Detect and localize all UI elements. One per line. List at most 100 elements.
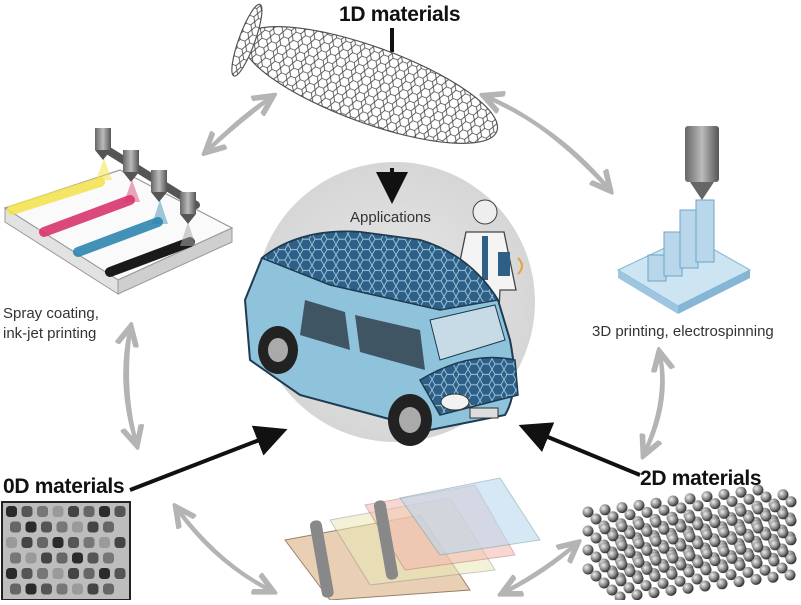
caption-spray-coating-line2: ink-jet printing xyxy=(3,325,97,342)
lattice-atom xyxy=(692,500,704,512)
lattice-atom xyxy=(692,538,704,550)
lattice-atom xyxy=(743,512,755,524)
lattice-atom xyxy=(657,577,669,589)
lattice-atom xyxy=(607,511,619,523)
lattice-atom xyxy=(701,548,713,560)
lattice-atom xyxy=(769,501,781,513)
lattice-atom xyxy=(667,552,679,564)
lattice-atom xyxy=(752,484,764,496)
lattice-atom xyxy=(616,502,628,514)
lattice-atom xyxy=(675,502,687,514)
lattice-atom xyxy=(743,550,755,562)
lattice-atom xyxy=(735,543,747,555)
caption-applications: Applications xyxy=(350,209,431,226)
lattice-atom xyxy=(718,526,730,538)
lattice-atom xyxy=(717,562,729,574)
quantum-dot xyxy=(114,537,126,548)
quantum-dot xyxy=(41,521,52,533)
lattice-atom xyxy=(658,542,670,554)
lattice-atom xyxy=(777,508,789,520)
lattice-atom xyxy=(785,553,797,565)
lattice-atom xyxy=(752,522,764,534)
lattice-atom xyxy=(665,584,677,596)
quantum-dot xyxy=(52,568,64,579)
lattice-atom xyxy=(624,509,636,521)
lattice-atom xyxy=(590,570,602,582)
lattice-atom xyxy=(599,523,611,535)
lattice-atom xyxy=(718,488,730,500)
quantum-dot xyxy=(56,552,68,564)
lattice-atom xyxy=(582,506,594,518)
quantum-dot xyxy=(25,583,37,595)
lattice-atom xyxy=(743,493,755,505)
lattice-atom xyxy=(675,540,687,552)
lattice-atom xyxy=(582,563,594,575)
lattice-atom xyxy=(641,563,653,575)
lattice-atom xyxy=(760,529,772,541)
lattice-atom xyxy=(682,582,694,594)
lattice-atom xyxy=(684,512,696,524)
lattice-atom xyxy=(616,540,628,552)
lattice-atom xyxy=(701,491,713,503)
quantum-dot xyxy=(99,568,110,579)
lattice-atom xyxy=(658,561,670,573)
heading-0d-materials: 0D materials xyxy=(3,475,125,498)
lattice-atom xyxy=(650,516,662,528)
lattice-atom xyxy=(735,505,747,517)
lattice-atom xyxy=(769,520,781,532)
quantum-dot xyxy=(68,568,79,579)
lattice-atom xyxy=(692,557,704,569)
quantum-dot xyxy=(83,537,95,548)
caption-3d-printing: 3D printing, electrospinning xyxy=(592,323,774,340)
lattice-atom xyxy=(735,486,747,498)
lattice-atom xyxy=(667,514,679,526)
caption-spray-coating-line1: Spray coating, xyxy=(3,305,99,322)
lattice-atom xyxy=(769,539,781,551)
quantum-dot xyxy=(21,568,33,579)
lattice-atom xyxy=(726,533,738,545)
lattice-atom xyxy=(750,573,762,585)
lattice-atom xyxy=(716,578,728,590)
lattice-atom xyxy=(641,506,653,518)
lattice-atom xyxy=(751,557,763,569)
lattice-atom xyxy=(718,545,730,557)
lattice-atom xyxy=(735,524,747,536)
quantum-dot xyxy=(56,521,68,533)
lattice-atom xyxy=(733,576,745,588)
quantum-dot xyxy=(37,568,48,579)
quantum-dot xyxy=(103,521,114,533)
quantum-dot xyxy=(87,552,99,564)
quantum-dot xyxy=(10,552,21,564)
lattice-atom xyxy=(649,570,661,582)
cycle-arrows xyxy=(125,93,663,592)
lattice-atom xyxy=(709,555,721,567)
lattice-atom xyxy=(658,523,670,535)
lattice-atom xyxy=(607,549,619,561)
lattice-atom xyxy=(674,575,686,587)
quantum-dot xyxy=(72,583,83,595)
quantum-dots-illustration xyxy=(1,501,131,601)
quantum-dot xyxy=(56,583,68,595)
lattice-atom xyxy=(684,493,696,505)
quantum-dot xyxy=(99,537,110,548)
lattice-atom xyxy=(701,529,713,541)
lattice-atom xyxy=(606,584,618,596)
quantum-dot xyxy=(37,506,48,517)
lattice-atom xyxy=(777,527,789,539)
lattice-atom xyxy=(684,550,696,562)
quantum-dot xyxy=(87,583,99,595)
lattice-atom xyxy=(650,554,662,566)
lattice-atom xyxy=(777,489,789,501)
lattice-atom xyxy=(709,517,721,529)
lattice-atom xyxy=(607,530,619,542)
lattice-atom xyxy=(700,564,712,576)
lattice-atom xyxy=(767,571,779,583)
lattice-atom xyxy=(632,573,644,585)
lattice-atom xyxy=(582,525,594,537)
lattice-atom xyxy=(623,582,635,594)
lattice-atom xyxy=(726,514,738,526)
lattice-atom xyxy=(752,503,764,515)
lattice-atom xyxy=(785,534,797,546)
quantum-dot xyxy=(41,552,52,564)
